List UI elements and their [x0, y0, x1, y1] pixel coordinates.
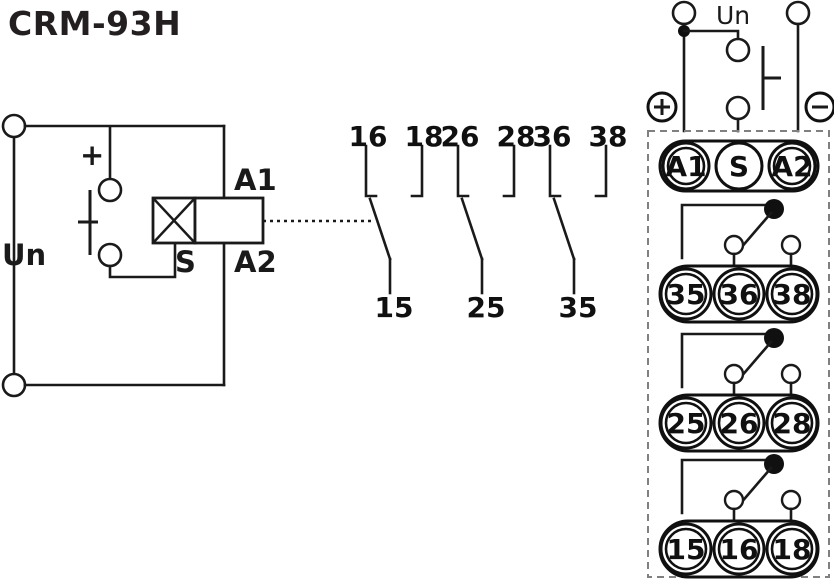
contact-label-35: 35: [559, 291, 598, 324]
terminal-label-16[interactable]: 16: [720, 533, 759, 566]
contact-group-3: 36 38 35: [533, 120, 628, 324]
contact-label-16: 16: [349, 120, 388, 153]
terminal-label-25[interactable]: 25: [667, 407, 706, 440]
contact-label-26: 26: [441, 120, 480, 153]
panel-contact-switch-1: [680, 454, 802, 522]
terminal-25-inner-ring: [664, 401, 708, 445]
polarity-minus-badge: [804, 91, 834, 123]
pushbutton-icon: [78, 190, 98, 255]
terminal-row-control: A1 S A2: [658, 139, 820, 193]
contact-16-stem: [364, 144, 378, 198]
panel-supply-terminal-minus-icon: [785, 0, 811, 26]
s-branch-wire: [682, 29, 740, 40]
panel-s-terminal-bottom-icon: [725, 95, 751, 121]
supply-terminal-top-icon: [1, 113, 27, 139]
polarity-plus-label: +: [80, 138, 104, 172]
contact-label-38: 38: [589, 120, 628, 153]
panel-no-contact-18-icon: [780, 489, 802, 511]
polarity-plus-badge: [646, 91, 678, 123]
contact-set: 16 18 15 26 28 25 36 38: [349, 120, 628, 324]
terminal-label-a2[interactable]: A2: [771, 150, 812, 183]
terminal-38-inner-ring: [770, 272, 814, 316]
terminal-26-inner-ring: [717, 401, 761, 445]
panel-no-contact-38-icon: [780, 234, 802, 256]
terminal-label-26[interactable]: 26: [720, 407, 759, 440]
panel-blade-1: [738, 466, 773, 506]
panel-supply-voltage-label: Un: [716, 1, 750, 30]
panel-nc-contact-36-icon: [723, 234, 745, 256]
panel-s-terminal-top-icon: [725, 37, 751, 63]
panel-supply-wiring: Un: [646, 0, 834, 133]
terminal-a2-inner-ring: [772, 146, 812, 186]
terminal-16-inner-ring: [717, 527, 761, 571]
panel-nc-contact-26-icon: [723, 363, 745, 385]
terminal-18-inner-ring: [770, 527, 814, 571]
terminal-label-28[interactable]: 28: [773, 407, 812, 440]
contact-blade-2: [460, 197, 484, 261]
terminal-28-inner-ring: [770, 401, 814, 445]
coil-terminal-a1-label: A1: [234, 163, 277, 197]
panel-supply-terminal-plus-icon: [671, 0, 697, 26]
panel-contact-switch-2: [680, 328, 802, 396]
contact-label-15: 15: [375, 291, 414, 324]
contact-group-1: 16 18 15: [349, 120, 444, 324]
terminal-label-a1[interactable]: A1: [665, 150, 706, 183]
terminal-panel: Un A1: [646, 0, 834, 579]
panel-common-wire-35: [680, 203, 772, 260]
control-input-label: S: [175, 245, 196, 279]
pushbutton-terminal-top-icon: [97, 177, 123, 203]
contact-28-stem: [502, 144, 516, 198]
panel-contact-switch-3: [680, 199, 802, 267]
panel-pushbutton-icon: [761, 46, 781, 110]
contact-label-25: 25: [467, 291, 506, 324]
contact-18-stem: [410, 144, 424, 198]
panel-nc-contact-16-icon: [723, 489, 745, 511]
panel-blade-3: [738, 211, 773, 251]
pushbutton-terminal-bottom-icon: [97, 242, 123, 268]
terminal-row-1: 15 16 18: [658, 519, 820, 579]
supply-terminal-bottom-icon: [1, 372, 27, 398]
contact-label-18: 18: [405, 120, 444, 153]
page-title: CRM-93H: [8, 4, 181, 43]
control-input-wire: [108, 242, 177, 279]
terminal-row-3: 35 36 38: [658, 264, 820, 324]
contact-26-stem: [456, 144, 470, 198]
coil-terminal-a2-label: A2: [234, 245, 277, 279]
panel-common-wire-25: [680, 332, 772, 389]
panel-no-contact-28-icon: [780, 363, 802, 385]
supply-voltage-label: Un: [2, 238, 46, 272]
contact-38-stem: [594, 144, 608, 198]
contact-blade-1: [368, 197, 392, 261]
terminal-s-ring: [714, 141, 764, 191]
terminal-label-15[interactable]: 15: [667, 533, 706, 566]
device-outline-dashed-border: [647, 130, 830, 578]
terminal-label-s[interactable]: S: [729, 150, 749, 183]
terminal-label-36[interactable]: 36: [720, 278, 759, 311]
terminal-36-inner-ring: [717, 272, 761, 316]
contact-group-2: 26 28 25: [441, 120, 536, 324]
panel-blade-2: [738, 340, 773, 380]
panel-common-wire-15: [680, 458, 772, 515]
contact-36-stem: [548, 144, 562, 198]
relay-coil-icon: [151, 196, 265, 245]
terminal-35-inner-ring: [664, 272, 708, 316]
terminal-15-inner-ring: [664, 527, 708, 571]
contact-blade-3: [552, 197, 576, 261]
terminal-label-35[interactable]: 35: [667, 278, 706, 311]
contact-label-36: 36: [533, 120, 572, 153]
terminal-a1-inner-ring: [666, 146, 706, 186]
contact-label-28: 28: [497, 120, 536, 153]
terminal-row-2: 25 26 28: [658, 393, 820, 453]
terminal-label-38[interactable]: 38: [773, 278, 812, 311]
left-schematic: Un + S A1: [1, 113, 277, 398]
terminal-label-18[interactable]: 18: [773, 533, 812, 566]
